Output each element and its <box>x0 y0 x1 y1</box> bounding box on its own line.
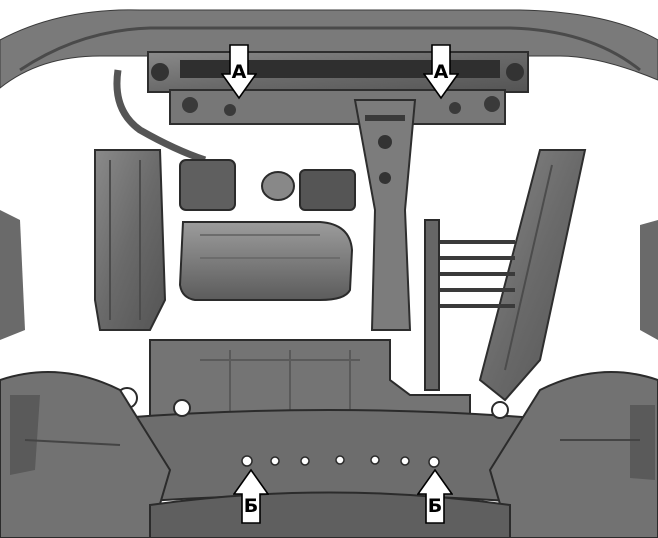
arrow-label: А <box>232 61 247 83</box>
engine-unit <box>179 159 236 211</box>
right-side-rail <box>478 149 587 402</box>
right-lower-arm <box>488 371 658 538</box>
arrow-marker-a-left: А <box>221 44 257 100</box>
arrow-label: Б <box>428 495 442 517</box>
left-side-rail <box>94 149 167 331</box>
center-beam <box>353 99 417 331</box>
arrow-marker-b-right: Б <box>417 468 453 524</box>
arrow-label: Б <box>244 495 258 517</box>
hose <box>113 69 207 164</box>
oil-pan <box>178 221 354 301</box>
arrow-marker-b-left: Б <box>233 468 269 524</box>
arrow-label: А <box>434 61 449 83</box>
left-lower-arm <box>0 371 172 538</box>
arrow-marker-a-right: А <box>423 44 459 100</box>
right-fin-cluster <box>440 240 515 308</box>
